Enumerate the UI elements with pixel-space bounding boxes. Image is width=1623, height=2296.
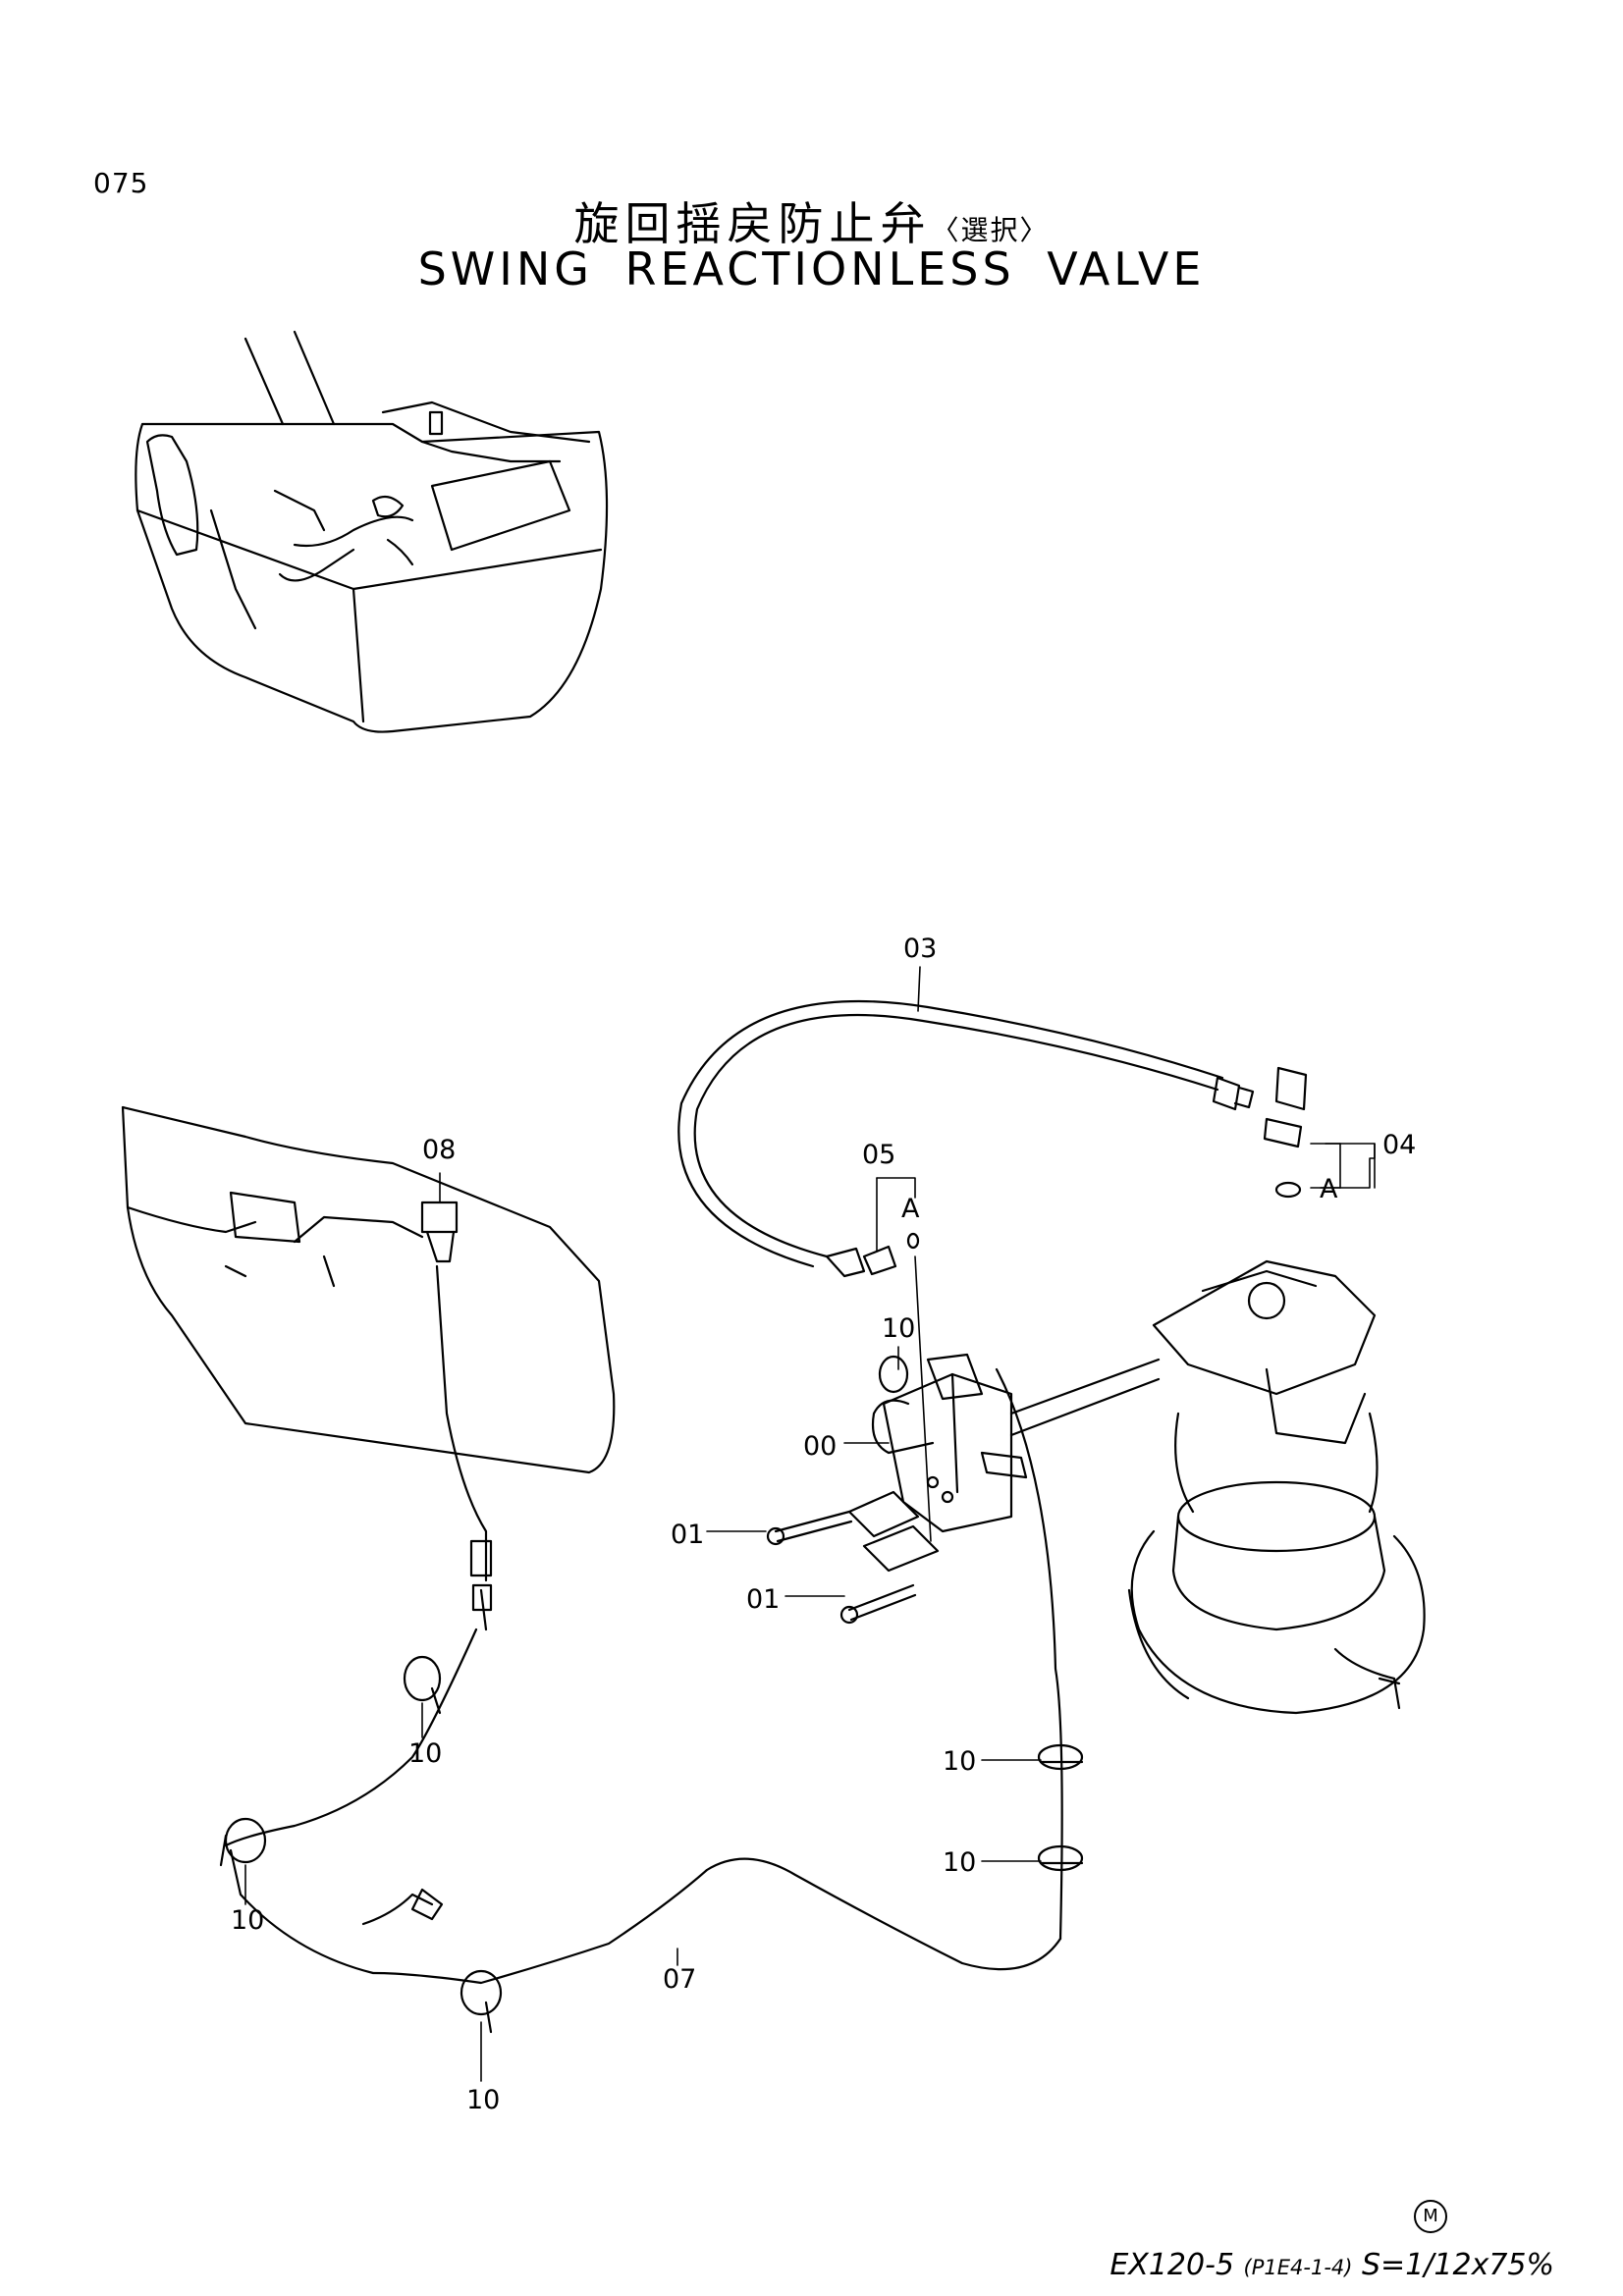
label-10-left-top: 10 xyxy=(408,1738,442,1769)
machine-overview xyxy=(135,330,609,733)
footer: EX120-5 (P1E4-1-4) S=1/12x75% xyxy=(1109,2248,1554,2282)
title-english: SWING REACTIONLESS VALVE xyxy=(417,242,1206,295)
label-03: 03 xyxy=(903,934,937,964)
adapter-05 xyxy=(862,1232,920,1276)
label-10-left-bottom: 10 xyxy=(466,2085,500,2115)
label-04: 04 xyxy=(1382,1130,1416,1160)
label-08: 08 xyxy=(422,1135,456,1165)
part-labels: 03 04 A 05 A 10 00 01 01 08 10 10 10 10 … xyxy=(231,934,1416,2115)
label-01-lower: 01 xyxy=(746,1584,780,1615)
m-mark: M xyxy=(1414,2200,1447,2233)
hose-03 xyxy=(677,1000,1255,1278)
title-japanese: 旋回揺戻防止弁〈選択〉 xyxy=(0,188,1623,253)
label-10-right-bottom: 10 xyxy=(943,1847,976,1878)
label-ref-a-left: A xyxy=(901,1194,920,1224)
label-01-upper: 01 xyxy=(671,1520,704,1550)
label-00: 00 xyxy=(803,1431,837,1462)
harness-07 xyxy=(224,1201,1063,1985)
label-10-right-top: 10 xyxy=(943,1746,976,1777)
fitting-04 xyxy=(1263,1066,1308,1199)
swing-motor xyxy=(1127,1259,1426,1715)
page-number: 075 xyxy=(93,167,149,199)
leader-lines xyxy=(244,966,1376,2082)
footer-model: EX120-5 xyxy=(1109,2248,1234,2282)
label-10-valve: 10 xyxy=(882,1313,915,1344)
label-10-left-mid: 10 xyxy=(231,1905,264,1936)
footer-code: (P1E4-1-4) xyxy=(1243,2256,1353,2279)
label-07: 07 xyxy=(663,1964,696,1995)
valve-assembly-00 xyxy=(871,1353,1161,1533)
frame-outline xyxy=(121,1105,616,1474)
label-ref-a-right: A xyxy=(1320,1174,1338,1204)
bolts-01 xyxy=(766,1490,940,1625)
label-05: 05 xyxy=(862,1140,895,1170)
title-japanese-text: 旋回揺戻防止弁 xyxy=(573,197,932,250)
clamps-10 xyxy=(219,1355,1084,2034)
footer-scale: S=1/12x75% xyxy=(1362,2248,1554,2282)
title-option: 〈選択〉 xyxy=(931,214,1050,246)
